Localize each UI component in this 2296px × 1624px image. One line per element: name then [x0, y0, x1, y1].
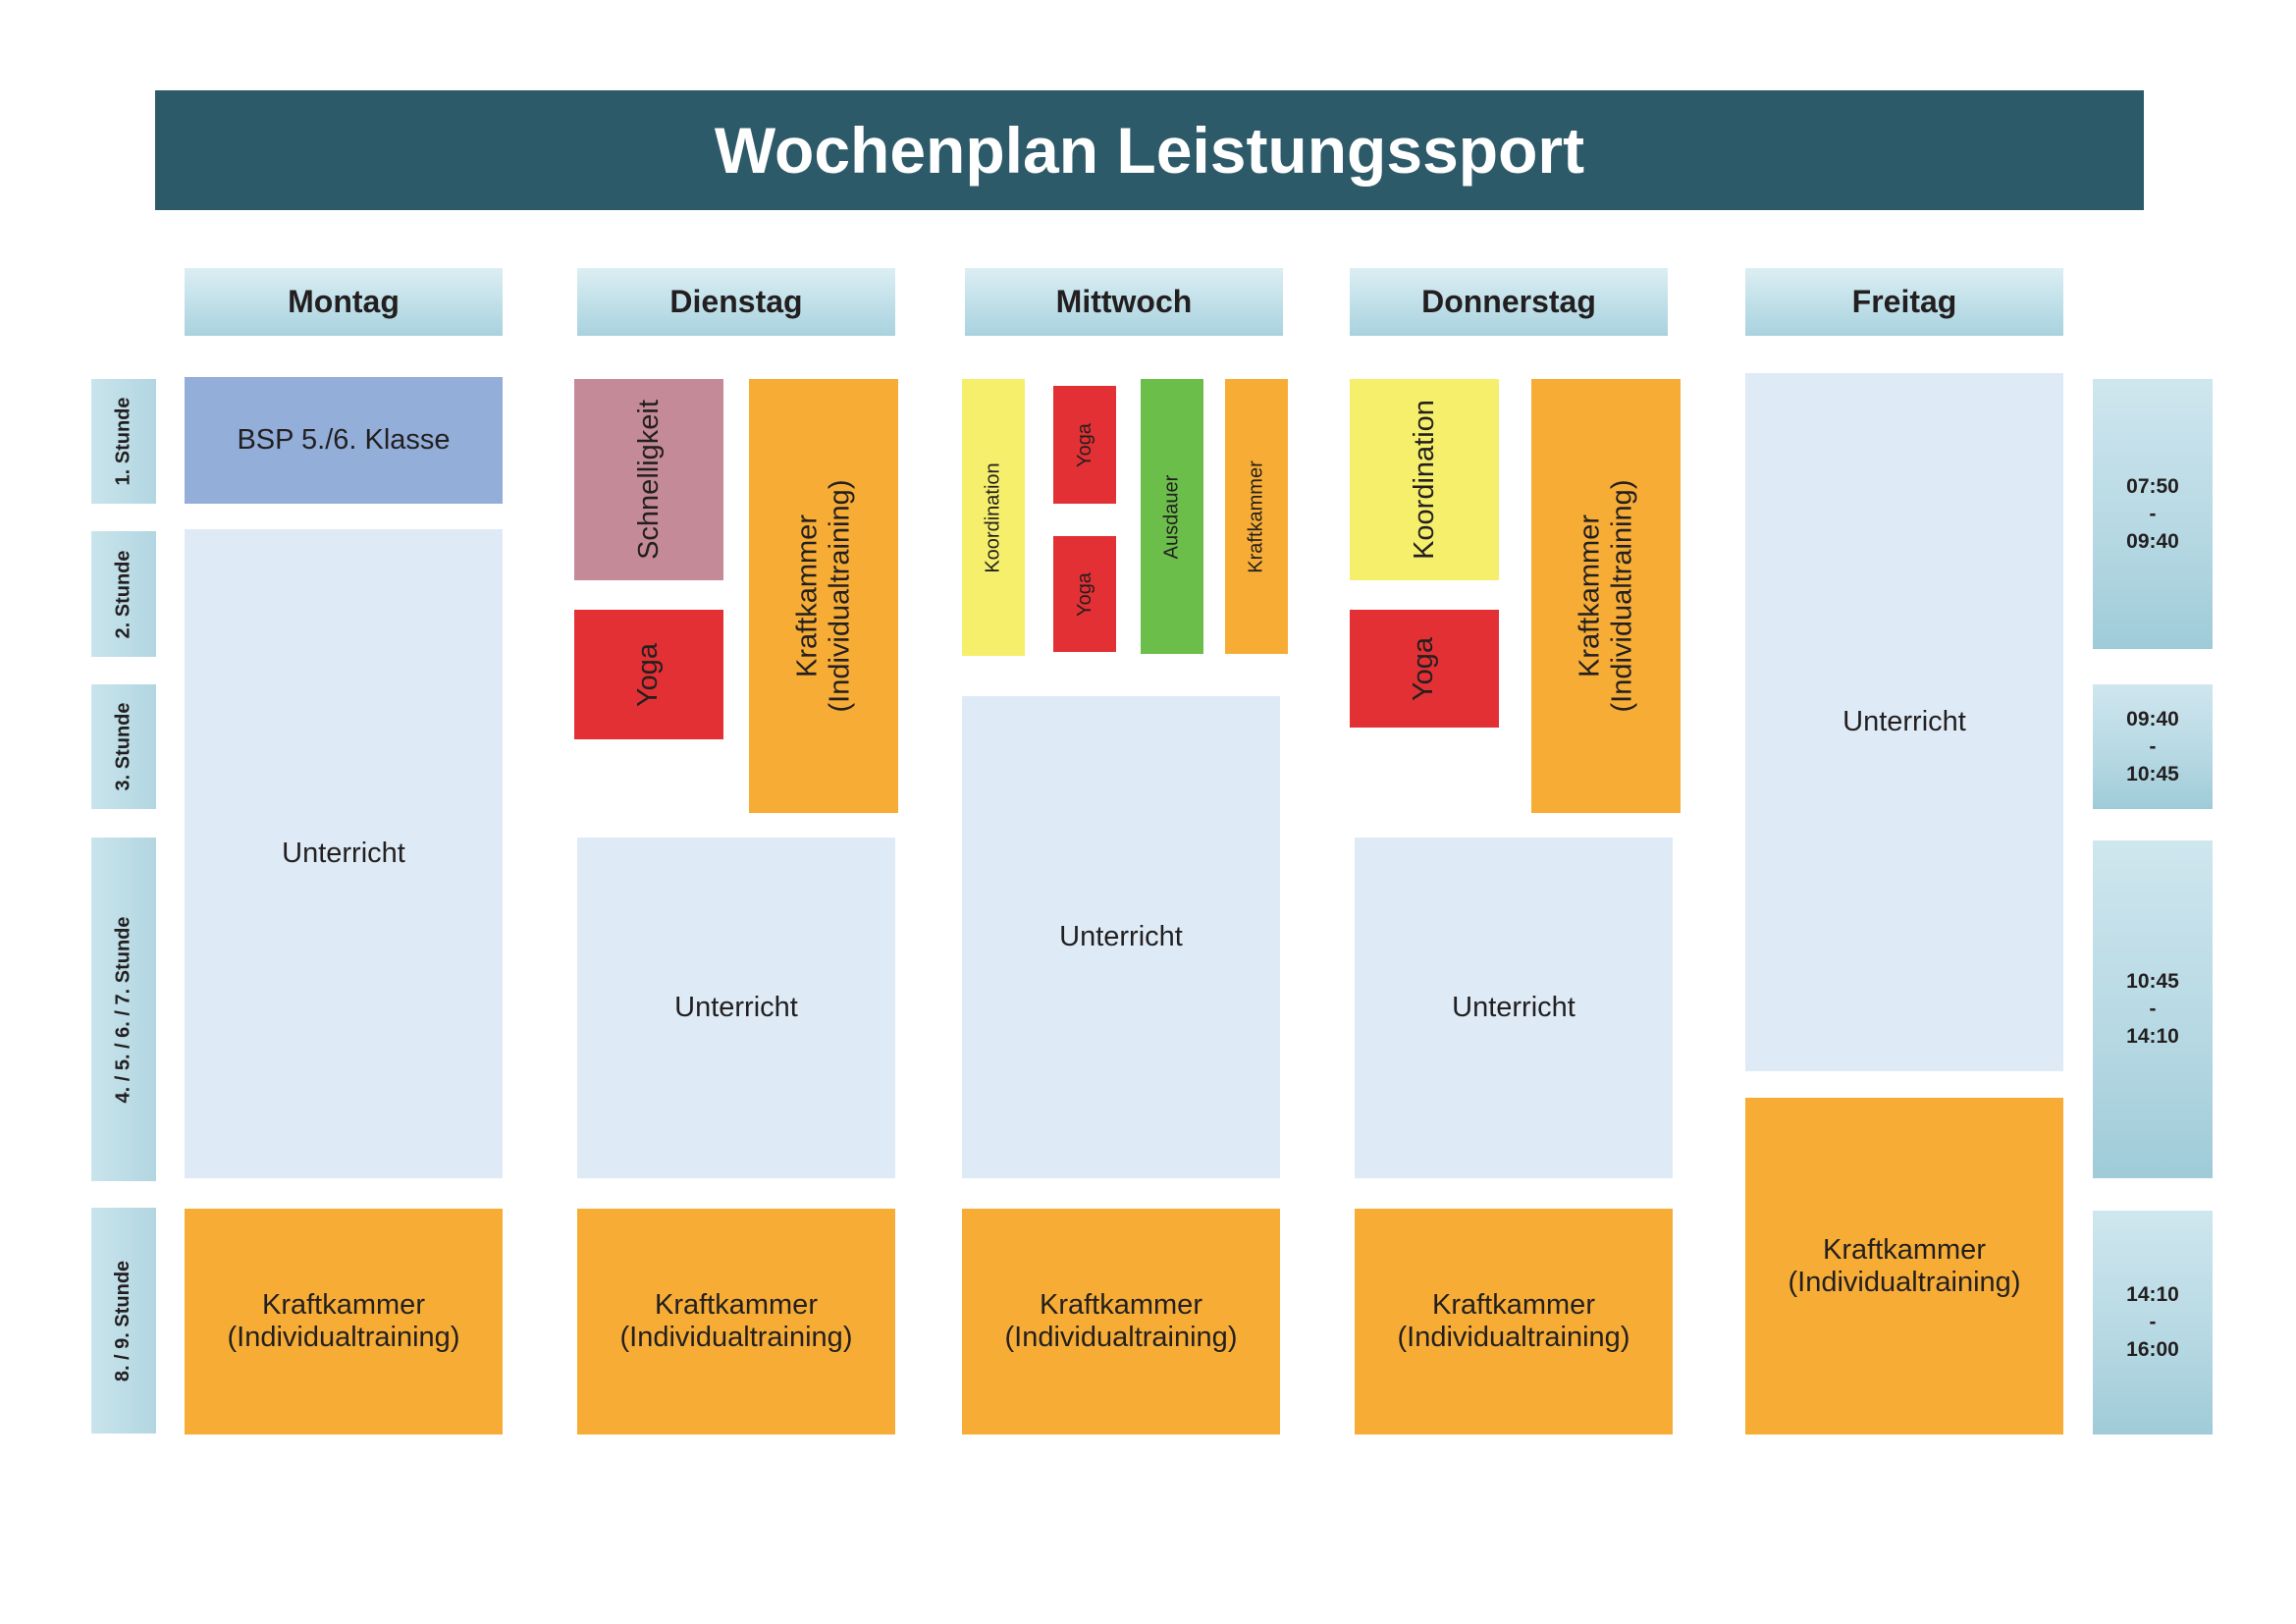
block-sublabel: (Individualtraining): [1788, 1266, 2021, 1298]
time-block-1: 07:50 - 09:40: [2093, 379, 2213, 649]
block-label: Koordination: [982, 461, 1004, 573]
block-label: Kraftkammer: [262, 1289, 425, 1321]
time-separator: -: [2149, 734, 2157, 758]
donnerstag-yoga-block: Yoga: [1350, 610, 1499, 728]
time-block-4: 14:10 - 16:00: [2093, 1211, 2213, 1435]
block-label: Unterricht: [1059, 921, 1183, 952]
time-separator: -: [2149, 502, 2157, 525]
time-end: 16:00: [2126, 1338, 2179, 1361]
mittwoch-yoga-block-1: Yoga: [1053, 386, 1116, 504]
block-label: Ausdauer: [1160, 474, 1183, 559]
dienstag-schnelligkeit-block: Schnelligkeit: [574, 379, 723, 580]
period-label-2: 2. Stunde: [91, 531, 156, 657]
period-text: 2. Stunde: [112, 549, 134, 639]
donnerstag-kraftkammer-vertical-block: Kraftkammer (Individualtraining): [1531, 379, 1681, 813]
page-title: Wochenplan Leistungssport: [155, 90, 2144, 210]
montag-kraftkammer-block: Kraftkammer (Individualtraining): [185, 1209, 503, 1435]
day-header-mittwoch: Mittwoch: [965, 268, 1283, 336]
block-label: Kraftkammer: [1823, 1233, 1986, 1266]
period-text: 3. Stunde: [112, 702, 134, 791]
block-label: Kraftkammer: [1245, 460, 1267, 573]
period-text: 4. / 5. / 6. / 7. Stunde: [112, 915, 134, 1104]
block-sublabel: (Individualtraining): [824, 479, 855, 713]
period-label-1: 1. Stunde: [91, 379, 156, 504]
time-start: 14:10: [2126, 1283, 2179, 1306]
donnerstag-unterricht-block: Unterricht: [1355, 838, 1673, 1178]
donnerstag-kraftkammer-block: Kraftkammer (Individualtraining): [1355, 1209, 1673, 1435]
block-label: Yoga: [632, 642, 665, 707]
block-sublabel: (Individualtraining): [1606, 479, 1637, 713]
block-label: Koordination: [1408, 400, 1440, 560]
block-label: Yoga: [1073, 571, 1095, 617]
day-label: Mittwoch: [1055, 284, 1193, 319]
day-header-donnerstag: Donnerstag: [1350, 268, 1668, 336]
dienstag-kraftkammer-block: Kraftkammer (Individualtraining): [577, 1209, 895, 1435]
freitag-kraftkammer-block: Kraftkammer (Individualtraining): [1745, 1098, 2063, 1435]
period-label-4-7: 4. / 5. / 6. / 7. Stunde: [91, 838, 156, 1181]
time-block-2: 09:40 - 10:45: [2093, 684, 2213, 809]
time-end: 14:10: [2126, 1025, 2179, 1048]
page-title-text: Wochenplan Leistungssport: [714, 114, 1585, 187]
day-label: Freitag: [1851, 284, 1957, 319]
block-label-vertical: Kraftkammer (Individualtraining): [1574, 480, 1638, 713]
block-label: Kraftkammer: [1574, 514, 1605, 677]
mittwoch-koordination-block: Koordination: [962, 379, 1025, 656]
block-label: Yoga: [1408, 636, 1440, 701]
block-label: Kraftkammer: [791, 514, 823, 677]
block-sublabel: (Individualtraining): [1397, 1322, 1630, 1353]
block-label: Kraftkammer: [1040, 1289, 1202, 1321]
time-separator: -: [2149, 1311, 2157, 1333]
block-label: Schnelligkeit: [632, 400, 665, 560]
time-end: 09:40: [2126, 529, 2179, 553]
time-start: 09:40: [2126, 707, 2179, 731]
day-label: Donnerstag: [1421, 284, 1596, 319]
block-label: Unterricht: [674, 992, 798, 1023]
montag-bsp-block: BSP 5./6. Klasse: [185, 377, 503, 504]
block-label: Kraftkammer: [655, 1289, 818, 1321]
block-label: Unterricht: [1452, 992, 1575, 1023]
donnerstag-koordination-block: Koordination: [1350, 379, 1499, 580]
dienstag-unterricht-block: Unterricht: [577, 838, 895, 1178]
block-sublabel: (Individualtraining): [227, 1322, 460, 1353]
day-label: Montag: [288, 284, 400, 319]
period-text: 1. Stunde: [112, 397, 134, 486]
time-block-3: 10:45 - 14:10: [2093, 840, 2213, 1178]
block-label-vertical: Kraftkammer (Individualtraining): [791, 480, 856, 713]
time-separator: -: [2149, 998, 2157, 1020]
block-sublabel: (Individualtraining): [619, 1322, 853, 1353]
mittwoch-unterricht-block: Unterricht: [962, 696, 1280, 1178]
block-label: Unterricht: [282, 838, 405, 869]
block-label: Yoga: [1073, 422, 1095, 467]
period-text: 8. / 9. Stunde: [112, 1260, 134, 1381]
day-header-dienstag: Dienstag: [577, 268, 895, 336]
mittwoch-yoga-block-2: Yoga: [1053, 536, 1116, 652]
block-sublabel: (Individualtraining): [1004, 1322, 1238, 1353]
freitag-unterricht-block: Unterricht: [1745, 373, 2063, 1071]
block-label: Kraftkammer: [1432, 1289, 1595, 1321]
time-end: 10:45: [2126, 762, 2179, 785]
dienstag-yoga-block: Yoga: [574, 610, 723, 739]
montag-unterricht-block: Unterricht: [185, 529, 503, 1178]
mittwoch-ausdauer-block: Ausdauer: [1141, 379, 1203, 654]
mittwoch-kraftkammer-small-block: Kraftkammer: [1225, 379, 1288, 654]
mittwoch-kraftkammer-block: Kraftkammer (Individualtraining): [962, 1209, 1280, 1435]
time-start: 07:50: [2126, 474, 2179, 498]
day-header-freitag: Freitag: [1745, 268, 2063, 336]
block-label: Unterricht: [1842, 706, 1966, 737]
period-label-8-9: 8. / 9. Stunde: [91, 1208, 156, 1434]
day-label: Dienstag: [669, 284, 803, 319]
day-header-montag: Montag: [185, 268, 503, 336]
time-start: 10:45: [2126, 970, 2179, 993]
block-label: BSP 5./6. Klasse: [237, 424, 451, 456]
dienstag-kraftkammer-vertical-block: Kraftkammer (Individualtraining): [749, 379, 898, 813]
period-label-3: 3. Stunde: [91, 684, 156, 809]
